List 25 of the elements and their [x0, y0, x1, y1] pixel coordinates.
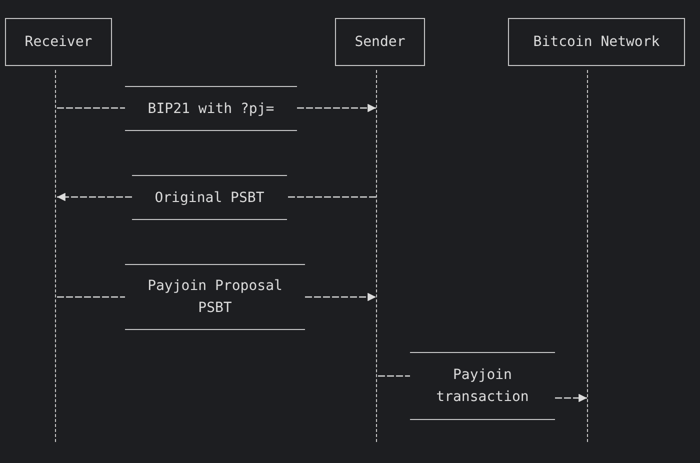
arrow: [555, 394, 587, 402]
message-label: BIP21 with ?pj=: [148, 100, 274, 118]
message-label: Original PSBT: [154, 188, 264, 208]
participant-box: [5, 18, 112, 66]
connector-line: [57, 296, 125, 298]
lifeline: [55, 70, 57, 442]
lifeline: [376, 70, 378, 442]
message-label: Payjoin transaction: [435, 366, 530, 407]
message-label: Payjoin Proposal PSBT: [146, 277, 284, 318]
message-box: [132, 175, 287, 220]
message-box: [125, 264, 305, 330]
participant-name: Sender: [354, 33, 406, 52]
participant-box: [508, 18, 685, 66]
participant-name: Bitcoin Network: [533, 33, 660, 52]
message-box: [410, 352, 555, 420]
participant-name: Receiver: [24, 33, 92, 52]
connector-line: [57, 107, 125, 109]
participant-box: [335, 18, 425, 66]
arrow: [305, 292, 376, 302]
connector-line: [287, 196, 376, 198]
lifeline: [587, 70, 589, 442]
arrow: [57, 192, 132, 202]
connector-line: [378, 375, 410, 377]
arrow: [297, 104, 376, 112]
message-box: [125, 86, 297, 131]
